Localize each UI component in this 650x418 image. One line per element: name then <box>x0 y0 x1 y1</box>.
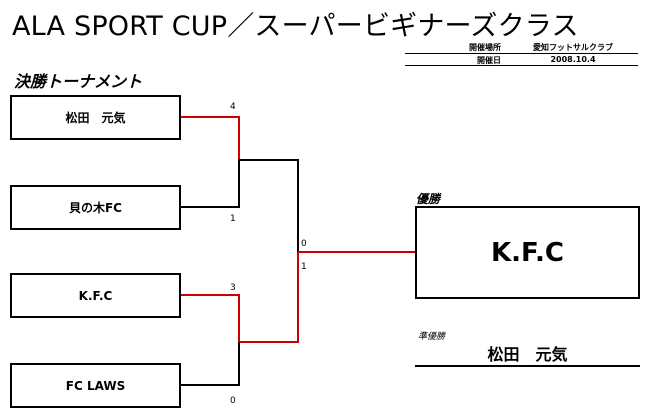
team-box-1: 松田 元気 <box>10 95 181 140</box>
bracket-line-semi1 <box>239 159 299 252</box>
bracket-line-semi2 <box>239 252 299 343</box>
score-team-3: 3 <box>230 283 236 293</box>
runner-up-label: 準優勝 <box>418 332 446 342</box>
score-team-2: 1 <box>230 214 236 224</box>
page-title: ALA SPORT CUP／スーパービギナーズクラス <box>12 11 579 42</box>
runner-up-name: 松田 元気 <box>487 345 568 364</box>
team-box-4: FC LAWS <box>10 363 181 408</box>
score-team-1: 4 <box>230 102 236 112</box>
bracket-line-team3 <box>180 294 240 342</box>
tournament-section-title: 決勝トーナメント <box>14 72 143 91</box>
meta-divider <box>405 53 638 54</box>
winner-label: 優勝 <box>416 192 441 206</box>
bracket-line-team1 <box>180 116 240 160</box>
date-label: 開催日 <box>477 56 501 65</box>
bracket-line-team2 <box>180 160 240 208</box>
venue-value: 愛知フットサルクラブ <box>533 43 613 52</box>
score-semi-1: 0 <box>301 239 307 249</box>
bracket-line-team4 <box>180 342 240 386</box>
winner-box: K.F.C <box>415 206 640 299</box>
team-box-3: K.F.C <box>10 273 181 318</box>
runner-up-underline <box>415 365 640 367</box>
score-team-4: 0 <box>230 396 236 406</box>
team-box-2: 貝の木FC <box>10 185 181 230</box>
venue-label: 開催場所 <box>469 43 501 52</box>
date-value: 2008.10.4 <box>550 55 596 64</box>
meta-divider-2 <box>405 65 638 66</box>
score-semi-2: 1 <box>301 262 307 272</box>
